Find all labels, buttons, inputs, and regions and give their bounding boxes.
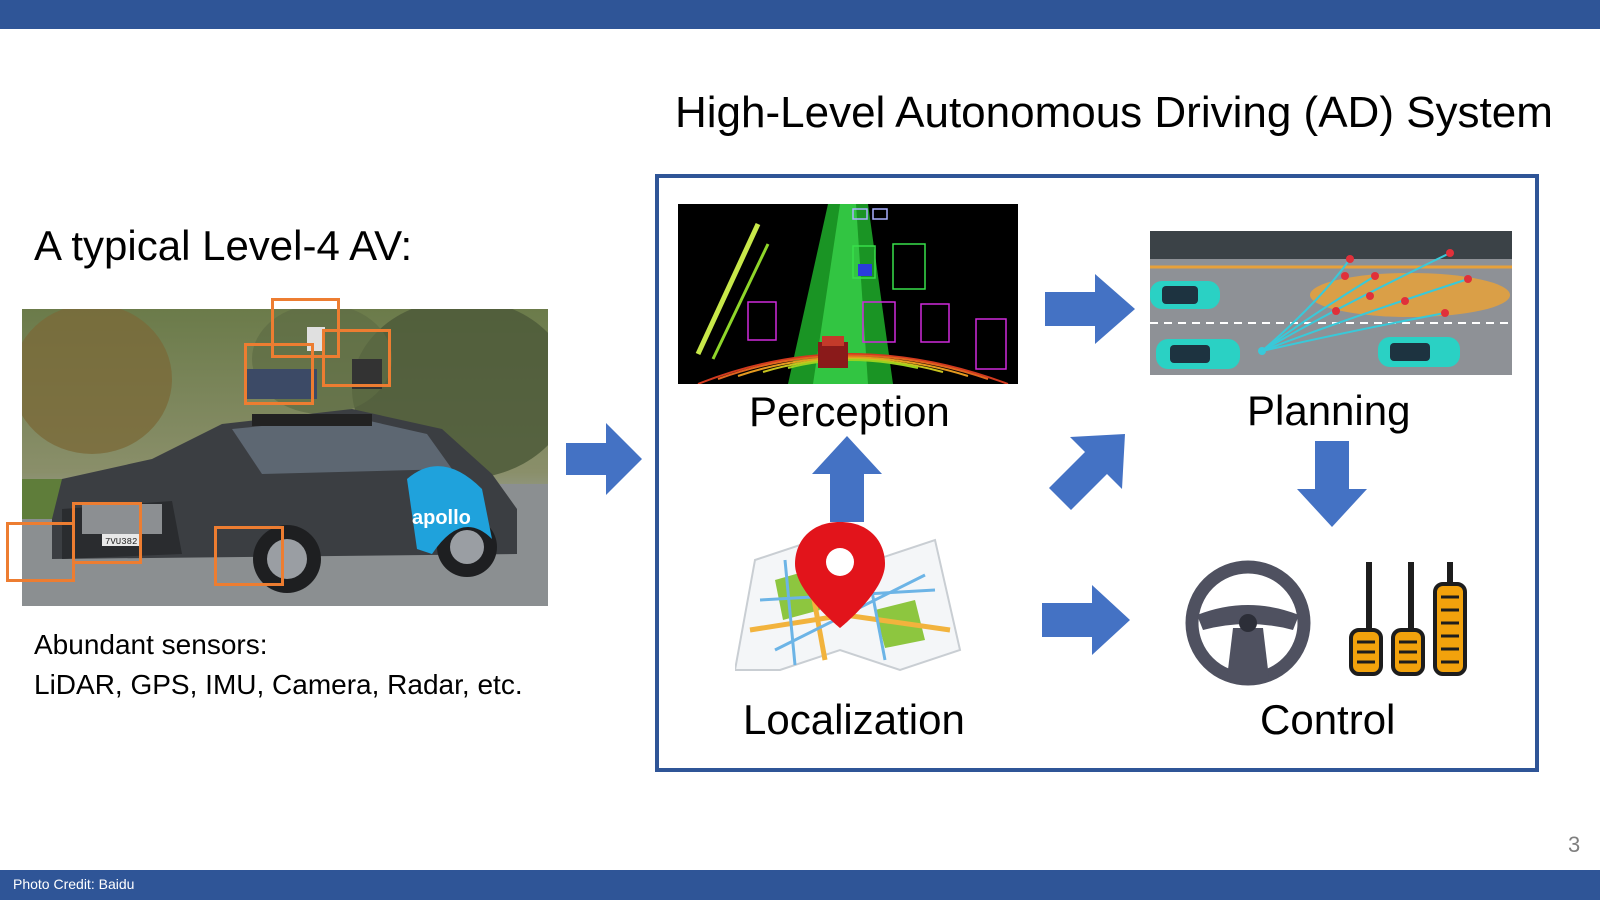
lidar-pointcloud-image [678,204,1018,384]
steering-wheel-icon [1185,560,1311,686]
planning-label: Planning [1247,387,1411,434]
sensor-box-lidar [271,298,340,358]
sensor-box-left-radar [6,522,75,582]
planning-trajectory-image [1150,231,1512,375]
sensor-box-gps [322,329,391,387]
localization-label: Localization [743,696,965,743]
map-pin-icon [735,522,962,672]
sensor-box-camera [244,343,314,405]
av-car-photo: apollo 7VU382 [22,309,548,606]
arrow-car-to-system [566,423,642,495]
arrow-localization-to-planning [1049,434,1125,510]
bottom-bar [0,870,1600,900]
planning-cars [1150,281,1460,369]
pedals-icon [1349,562,1467,676]
sensor-line-1: Abundant sensors: [34,629,268,660]
slide-title: High-Level Autonomous Driving (AD) Syste… [675,88,1553,137]
top-bar [0,0,1600,29]
perception-label: Perception [749,388,950,435]
sensor-box-right-radar [214,526,284,586]
arrow-perception-to-planning [1045,274,1135,344]
control-label: Control [1260,696,1396,743]
arrow-planning-to-control [1297,441,1367,527]
arrow-localization-to-perception [812,436,882,522]
page-number: 3 [1568,832,1581,857]
photo-credit: Photo Credit: Baidu [13,876,135,892]
av-heading: A typical Level-4 AV: [34,222,413,269]
ad-system-box [655,174,1539,772]
license-plate: 7VU382 [105,537,137,547]
arrow-localization-to-control [1042,585,1130,655]
sensor-description: Abundant sensors: LiDAR, GPS, IMU, Camer… [34,625,523,705]
sensor-line-2: LiDAR, GPS, IMU, Camera, Radar, etc. [34,669,523,700]
sensor-box-front-radar [72,502,142,564]
apollo-logo-text: apollo [412,507,471,529]
